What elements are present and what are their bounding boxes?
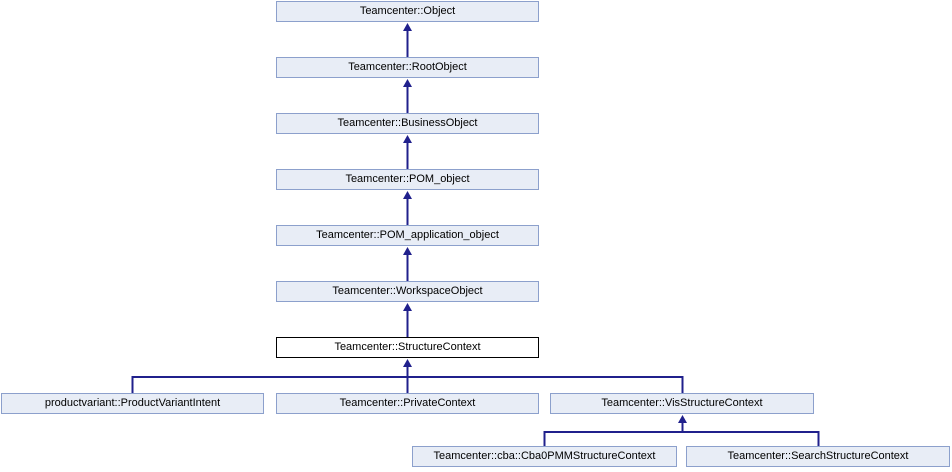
arrowhead-icon xyxy=(403,135,412,143)
class-node-teamcenter-visstructurecontext[interactable]: Teamcenter::VisStructureContext xyxy=(550,393,814,414)
arrowhead-icon xyxy=(403,23,412,31)
class-node-teamcenter-structurecontext-current: Teamcenter::StructureContext xyxy=(276,337,539,358)
arrowhead-icon xyxy=(403,79,412,87)
edge-businessobject-to-rootobject xyxy=(403,79,412,113)
arrowhead-icon xyxy=(403,191,412,199)
class-node-teamcenter-businessobject[interactable]: Teamcenter::BusinessObject xyxy=(276,113,539,134)
class-node-teamcenter-privatecontext[interactable]: Teamcenter::PrivateContext xyxy=(276,393,539,414)
edge-structurecontext-to-workspaceobject xyxy=(403,303,412,337)
class-node-teamcenter-pom-application-object[interactable]: Teamcenter::POM_application_object xyxy=(276,225,539,246)
edge-children-to-structurecontext xyxy=(131,359,684,393)
class-node-teamcenter-rootobject[interactable]: Teamcenter::RootObject xyxy=(276,57,539,78)
class-node-teamcenter-object[interactable]: Teamcenter::Object xyxy=(276,1,539,22)
edge-children-to-visstructurecontext xyxy=(543,415,820,446)
arrowhead-icon xyxy=(678,415,687,423)
class-node-teamcenter-cba-cba0pmmstructurecontext[interactable]: Teamcenter::cba::Cba0PMMStructureContext xyxy=(412,446,677,467)
class-node-teamcenter-workspaceobject[interactable]: Teamcenter::WorkspaceObject xyxy=(276,281,539,302)
edge-workspaceobject-to-pom_application_object xyxy=(403,247,412,281)
edge-rootobject-to-object xyxy=(403,23,412,57)
class-node-productvariant-productvariantintent[interactable]: productvariant::ProductVariantIntent xyxy=(1,393,264,414)
arrowhead-icon xyxy=(403,359,412,367)
class-node-teamcenter-pom-object[interactable]: Teamcenter::POM_object xyxy=(276,169,539,190)
arrowhead-icon xyxy=(403,247,412,255)
edge-pom_application_object-to-pom_object xyxy=(403,191,412,225)
arrowhead-icon xyxy=(403,303,412,311)
class-node-teamcenter-searchstructurecontext[interactable]: Teamcenter::SearchStructureContext xyxy=(686,446,950,467)
edge-pom_object-to-businessobject xyxy=(403,135,412,169)
